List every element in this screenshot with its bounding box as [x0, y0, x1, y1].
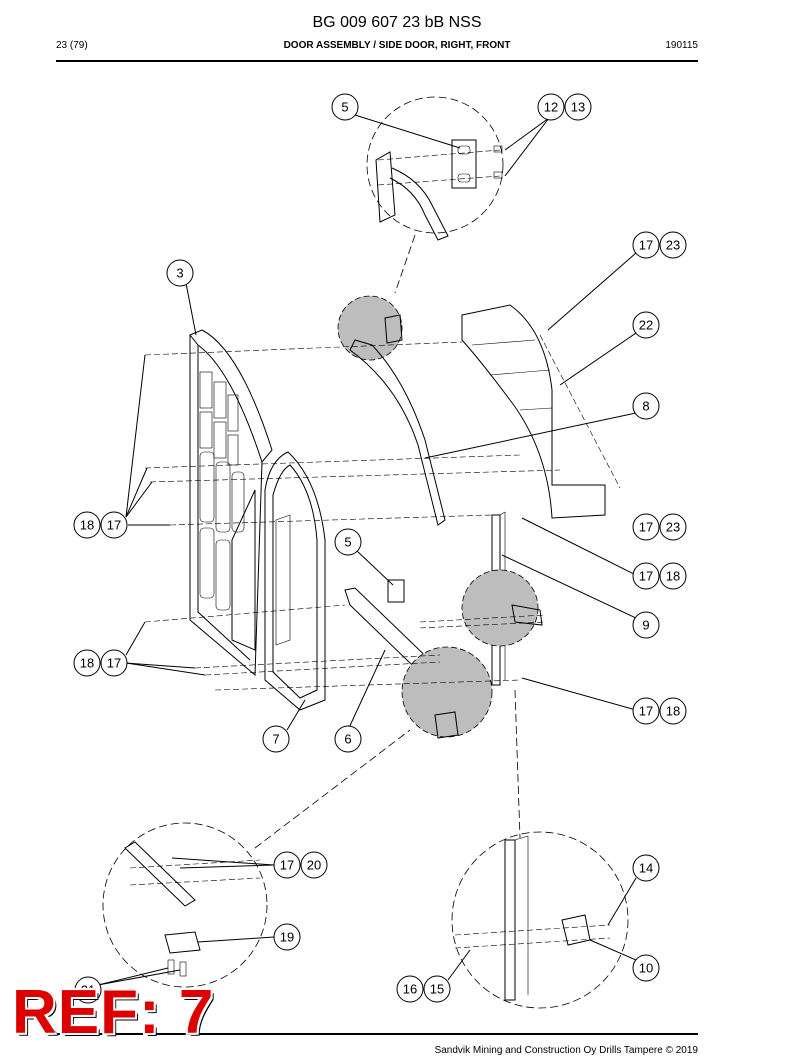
callout-c17: 18 — [73, 649, 101, 677]
detail-lower-right — [451, 831, 629, 1009]
revision-date: 190115 — [665, 40, 698, 51]
callout-c21: 7 — [262, 725, 290, 753]
hinge-middle — [511, 604, 543, 626]
callout-c5: 23 — [659, 231, 687, 259]
callout-c1: 5 — [331, 93, 359, 121]
svg-text:5: 5 — [341, 100, 348, 115]
assembly-lines — [144, 334, 621, 691]
header-rule — [56, 60, 698, 62]
callout-c24: 20 — [300, 851, 328, 879]
callout-c26: 19 — [273, 923, 301, 951]
callout-c13: 5 — [334, 528, 362, 556]
svg-text:17: 17 — [107, 518, 121, 533]
svg-text:8: 8 — [642, 399, 649, 414]
svg-text:7: 7 — [272, 732, 279, 747]
svg-text:17: 17 — [639, 238, 653, 253]
document-id: BG 009 607 23 bB NSS — [312, 14, 482, 31]
svg-text:18: 18 — [666, 704, 680, 719]
svg-text:21: 21 — [81, 983, 95, 998]
hinge-plate — [384, 314, 403, 344]
callout-c16: 9 — [632, 611, 660, 639]
svg-text:17: 17 — [639, 569, 653, 584]
callout-c11: 17 — [632, 513, 660, 541]
svg-text:19: 19 — [280, 930, 294, 945]
footer-copyright: Sandvik Mining and Construction Oy Drill… — [434, 1045, 698, 1056]
svg-text:23: 23 — [666, 238, 680, 253]
callout-c4: 17 — [632, 231, 660, 259]
callout-c7: 22 — [632, 311, 660, 339]
svg-text:10: 10 — [639, 961, 653, 976]
door-frame-rear — [189, 329, 273, 677]
callout-c15: 18 — [659, 562, 687, 590]
ref-stamp: REF: 7 — [12, 978, 215, 1047]
detail-lower-left — [102, 822, 268, 988]
callout-c8: 8 — [632, 392, 660, 420]
callout-c20: 18 — [659, 697, 687, 725]
hinge-location-middle — [461, 569, 539, 647]
callout-c25: 14 — [632, 854, 660, 882]
callout-c23: 17 — [273, 851, 301, 879]
callout-c2: 12 — [537, 93, 565, 121]
callout-c14: 17 — [632, 562, 660, 590]
svg-text:17: 17 — [639, 704, 653, 719]
callout-c6: 3 — [166, 259, 194, 287]
svg-text:17: 17 — [280, 858, 294, 873]
rain-cover — [461, 304, 606, 519]
svg-text:9: 9 — [642, 618, 649, 633]
hinge-location-lower — [401, 646, 493, 738]
callout-c30: 15 — [423, 975, 451, 1003]
svg-text:23: 23 — [666, 520, 680, 535]
lower-block — [434, 711, 459, 739]
callout-c29: 16 — [396, 975, 424, 1003]
callout-c3: 13 — [564, 93, 592, 121]
svg-text:17: 17 — [639, 520, 653, 535]
svg-text:16: 16 — [403, 982, 417, 997]
callout-c27: 10 — [632, 954, 660, 982]
svg-text:17: 17 — [107, 656, 121, 671]
footer-rule — [56, 1033, 698, 1035]
page-number: 23 (79) — [56, 40, 88, 51]
door-front — [264, 451, 326, 711]
svg-text:20: 20 — [307, 858, 321, 873]
callout-c19: 17 — [632, 697, 660, 725]
svg-text:18: 18 — [80, 518, 94, 533]
svg-text:18: 18 — [80, 656, 94, 671]
svg-text:5: 5 — [344, 535, 351, 550]
callout-c10: 17 — [100, 511, 128, 539]
svg-text:12: 12 — [544, 100, 558, 115]
svg-text:18: 18 — [666, 569, 680, 584]
svg-text:14: 14 — [639, 861, 653, 876]
svg-text:3: 3 — [176, 266, 183, 281]
detail-hinge-top — [366, 96, 504, 241]
svg-text:6: 6 — [344, 732, 351, 747]
hinge-location-top — [337, 295, 403, 361]
leader-lines — [97, 114, 637, 986]
arm-upper — [349, 339, 446, 526]
svg-text:13: 13 — [571, 100, 585, 115]
callout-c18: 17 — [100, 649, 128, 677]
callout-c22: 6 — [334, 725, 362, 753]
callout-c28: 21 — [74, 976, 102, 1004]
callout-c12: 23 — [659, 513, 687, 541]
svg-text:15: 15 — [430, 982, 444, 997]
page-title: DOOR ASSEMBLY / SIDE DOOR, RIGHT, FRONT — [283, 40, 511, 51]
callout-c9: 18 — [73, 511, 101, 539]
svg-text:22: 22 — [639, 318, 653, 333]
